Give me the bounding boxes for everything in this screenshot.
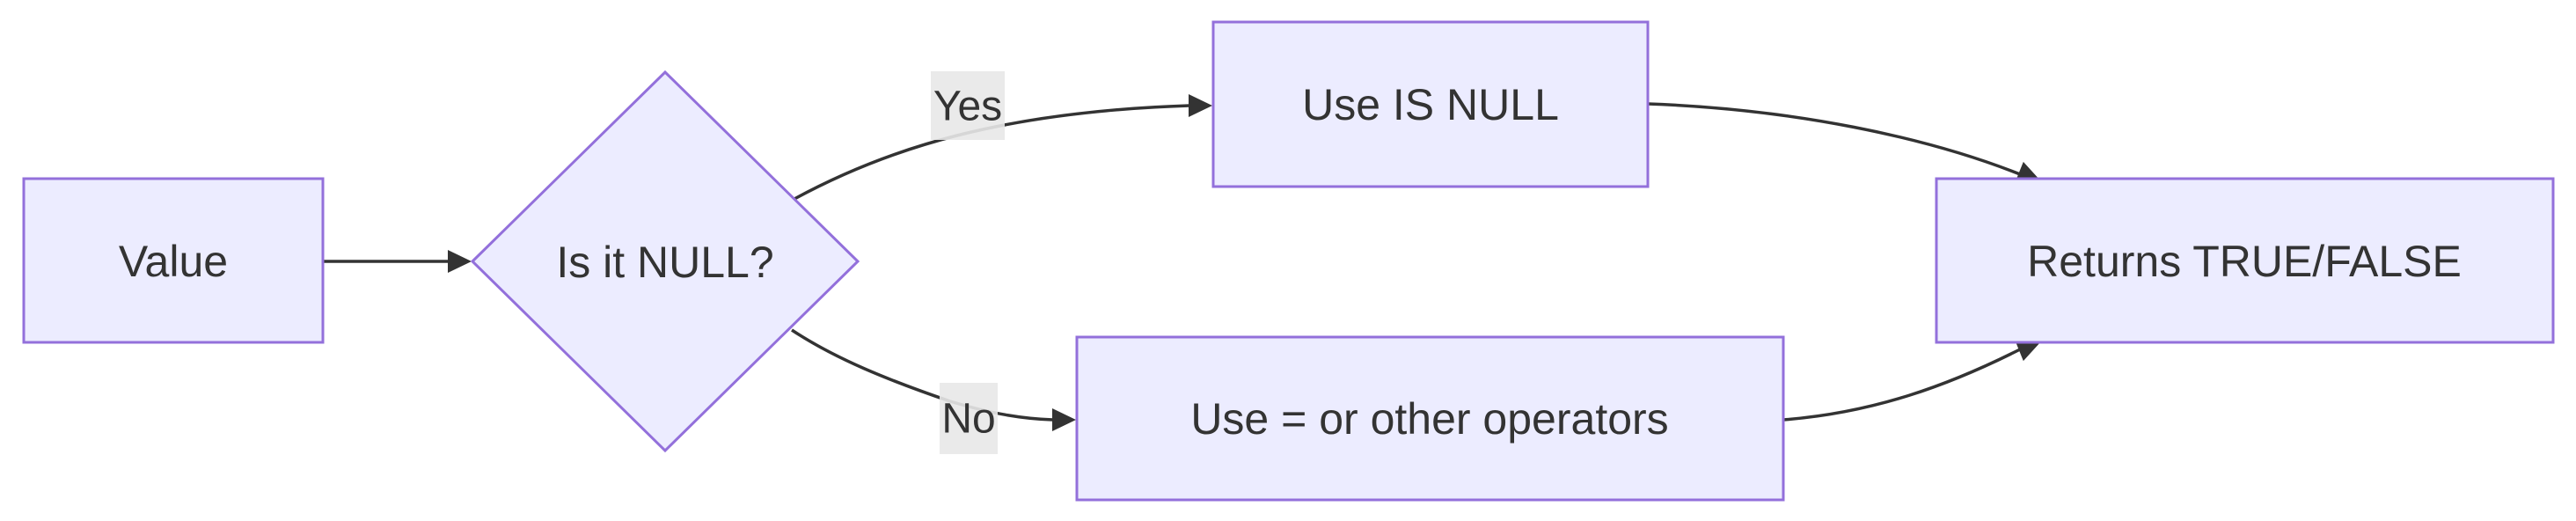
node-use-operators: Use = or other operators: [1075, 335, 1785, 502]
edge-label-yes-text: Yes: [933, 84, 1002, 130]
node-decision-shape: [470, 70, 860, 453]
edge-label-no: No: [940, 383, 998, 454]
edge-label-yes-background: [931, 71, 1005, 140]
node-use-is-null-shape: [1211, 20, 1650, 188]
node-value: Value: [22, 177, 325, 344]
arrowhead-icon: [1052, 408, 1076, 431]
arrowhead-icon: [448, 250, 472, 273]
node-use-is-null: Use IS NULL: [1211, 20, 1650, 188]
node-returns-shape: [1935, 177, 2555, 344]
node-decision-is-it-null: Is it NULL?: [470, 70, 860, 453]
node-decision-label: Is it NULL?: [556, 238, 773, 287]
edge-label-no-text: No: [941, 396, 995, 443]
node-use-operators-shape: [1075, 335, 1785, 502]
edge-decision-no: [791, 328, 1054, 422]
edge-operators-to-returns: [1782, 347, 2023, 422]
node-use-is-null-label: Use IS NULL: [1302, 80, 1559, 129]
node-value-label: Value: [119, 237, 228, 286]
node-returns-label: Returns TRUE/FALSE: [2027, 237, 2462, 286]
node-returns-true-false: Returns TRUE/FALSE: [1935, 177, 2555, 344]
edge-isnull-to-returns: [1647, 102, 2021, 176]
edge-label-yes: Yes: [931, 71, 1005, 140]
arrowhead-icon: [2015, 340, 2041, 362]
node-value-shape: [22, 177, 325, 344]
node-use-operators-label: Use = or other operators: [1190, 394, 1668, 444]
edge-label-no-background: [940, 383, 998, 454]
arrowhead-icon: [1189, 94, 1212, 117]
